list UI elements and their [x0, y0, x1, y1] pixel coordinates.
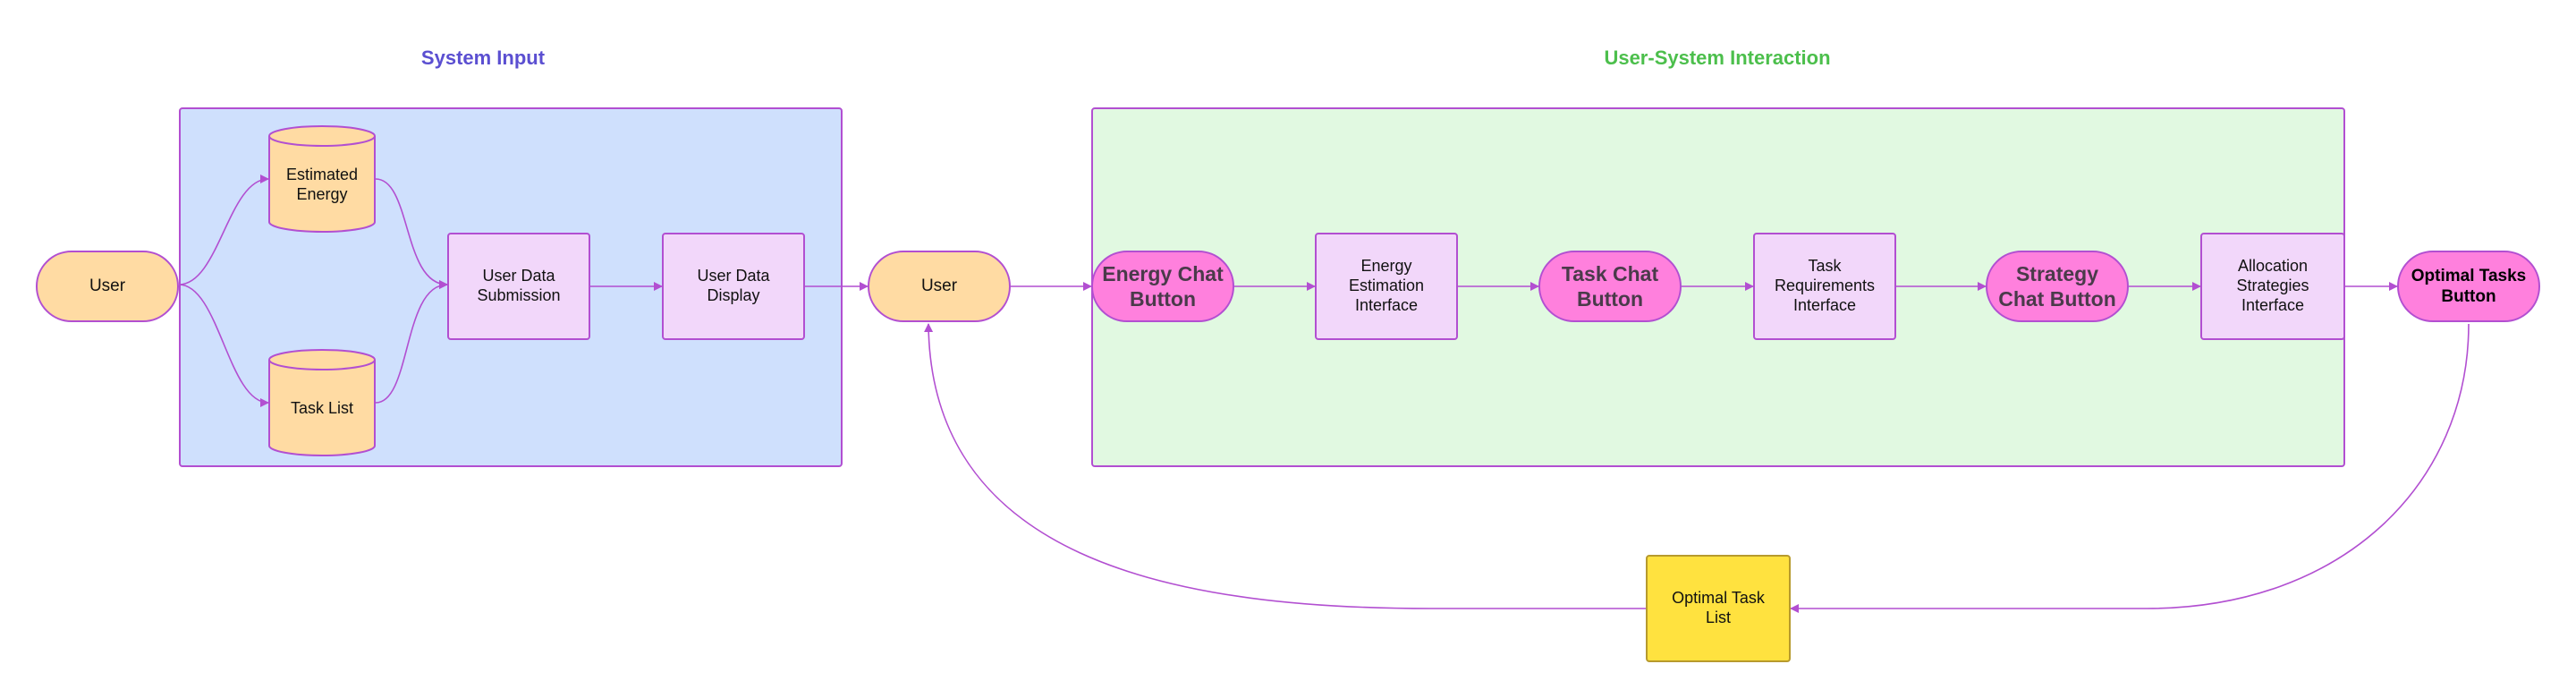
- node-estimated-energy: Estimated Energy: [268, 125, 376, 233]
- strategy-chat-button: Strategy Chat Button: [1986, 251, 2129, 322]
- group-user-system-interaction: [1091, 107, 2345, 467]
- node-task-list: Task List: [268, 349, 376, 456]
- edge-energy-to-submission: [375, 178, 448, 289]
- node-estimated-energy-label: Estimated Energy: [285, 166, 359, 203]
- energy-chat-button: Energy Chat Button: [1091, 251, 1234, 322]
- edge-tasklist-to-submission: [375, 280, 448, 404]
- edge-optimal-button-to-list: [1790, 323, 2470, 613]
- node-user-start: User: [36, 251, 179, 322]
- node-task-requirements-interface: Task Requirements Interface: [1753, 233, 1896, 340]
- optimal-tasks-button: Optimal Tasks Button: [2397, 251, 2540, 322]
- node-user-data-display: User Data Display: [662, 233, 805, 340]
- edge-user-to-tasklist: [178, 284, 269, 407]
- group-title-user-system-interaction: User-System Interaction: [1604, 47, 1831, 69]
- node-user-data-submission: User Data Submission: [447, 233, 590, 340]
- task-chat-button: Task Chat Button: [1538, 251, 1682, 322]
- cylinder-shape: [268, 349, 376, 456]
- edge-list-to-user: [924, 323, 1646, 609]
- node-user-mid: User: [868, 251, 1011, 322]
- edge-user-to-energy: [178, 174, 269, 285]
- node-optimal-task-list: Optimal Task List: [1646, 555, 1791, 662]
- node-task-list-label: Task List: [290, 399, 354, 418]
- group-title-system-input: System Input: [420, 47, 546, 69]
- node-energy-estimation-interface: Energy Estimation Interface: [1315, 233, 1458, 340]
- node-allocation-strategies-interface: Allocation Strategies Interface: [2200, 233, 2345, 340]
- cylinder-shape: [268, 125, 376, 233]
